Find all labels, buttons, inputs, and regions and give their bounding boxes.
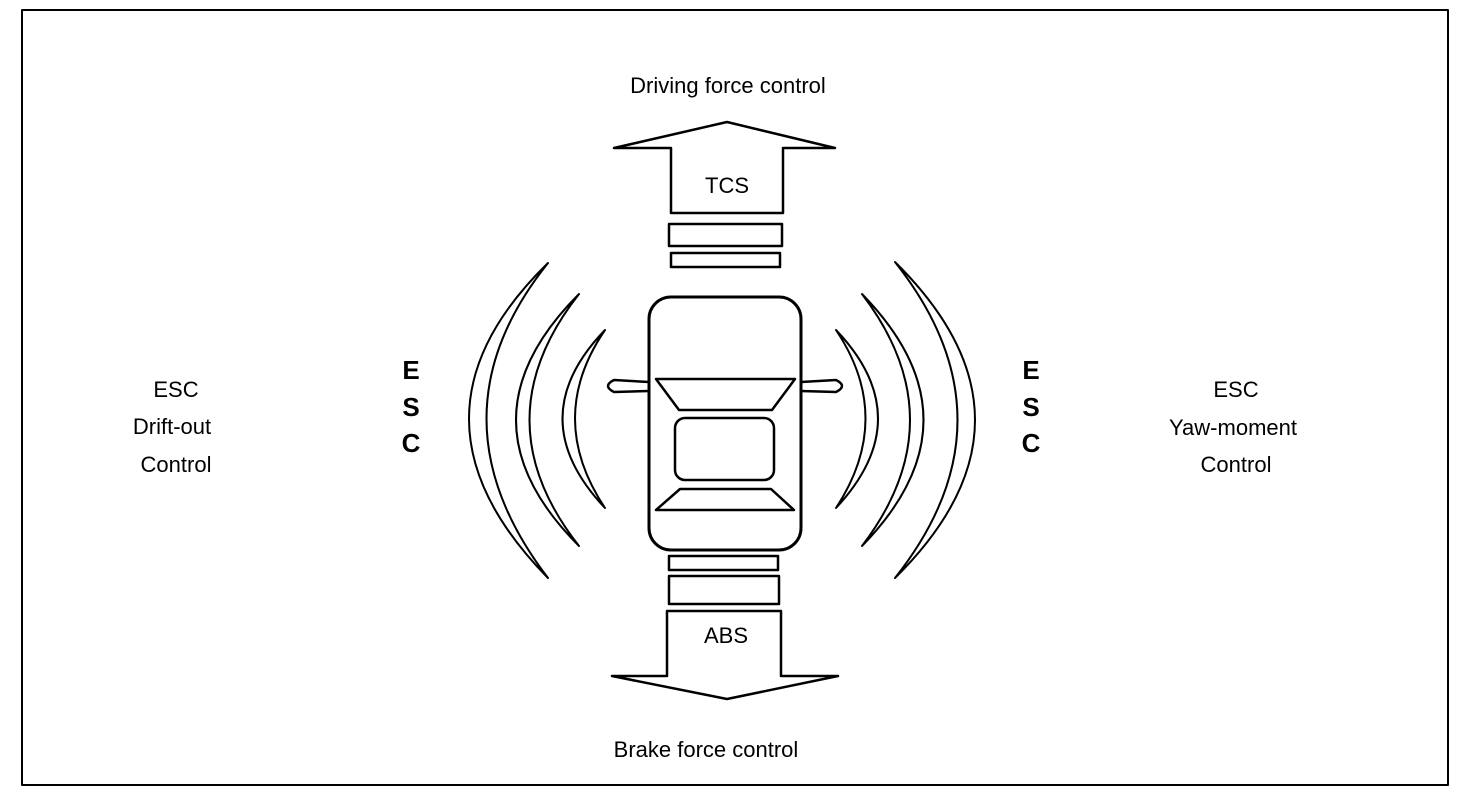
left-esc-letter-c: C	[401, 428, 421, 458]
left-esc-letter-s: S	[402, 392, 420, 422]
car-rear-window	[654, 487, 796, 512]
right-control-label: Control	[1200, 452, 1272, 477]
left-esc-title: ESC	[153, 377, 199, 402]
left-arc-medium	[515, 293, 580, 547]
car-mirror-left	[606, 378, 650, 394]
right-esc-letter-c: C	[1021, 428, 1041, 458]
left-esc-letter-e: E	[402, 355, 420, 385]
top-bar-outer	[667, 222, 784, 248]
right-arc-small	[835, 329, 879, 509]
up-arrow	[612, 120, 837, 215]
right-esc-letter-e: E	[1022, 355, 1040, 385]
top-bar-inner	[669, 251, 782, 269]
right-esc-letter-s: S	[1022, 392, 1040, 422]
car-body	[647, 295, 803, 552]
tcs-label: TCS	[705, 173, 749, 198]
abs-label: ABS	[703, 623, 749, 648]
right-yaw-moment-label: Yaw-moment	[1169, 415, 1297, 440]
left-control-label: Control	[140, 452, 212, 477]
brake-force-label: Brake force control	[613, 737, 799, 762]
car-mirror-right	[800, 378, 844, 394]
car-roof	[673, 416, 776, 482]
left-motion-arcs	[468, 262, 606, 579]
down-arrow	[610, 609, 840, 701]
right-motion-arcs	[835, 261, 976, 579]
driving-force-label: Driving force control	[630, 73, 826, 98]
right-esc-title: ESC	[1213, 377, 1259, 402]
outer-frame	[21, 9, 1449, 786]
car-windshield	[654, 377, 797, 412]
bottom-bar-inner	[667, 554, 780, 572]
right-arc-medium	[861, 293, 925, 547]
left-arc-large	[468, 262, 549, 579]
left-drift-out-label: Drift-out	[132, 414, 212, 439]
left-arc-small	[561, 329, 606, 509]
bottom-bar-outer	[667, 574, 781, 606]
right-arc-large	[894, 261, 976, 579]
